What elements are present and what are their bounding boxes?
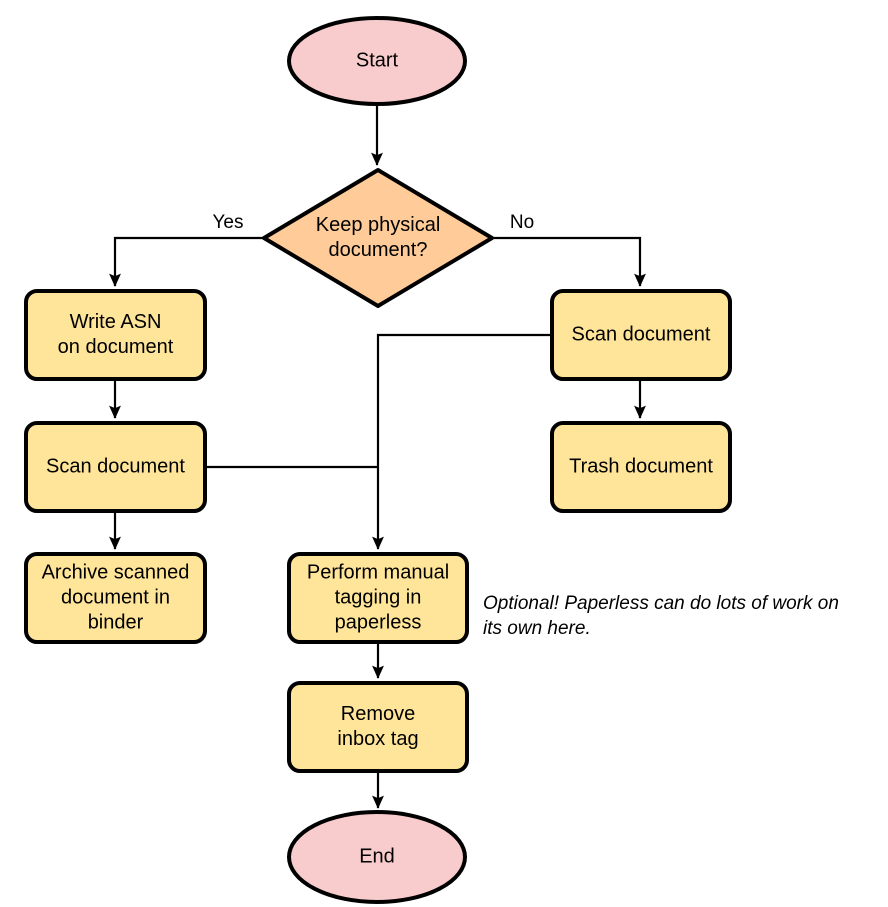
node-label-archive-binder: Archive scanned [42,561,190,583]
process-shape [24,289,207,381]
node-archive-binder[interactable]: Archive scanned document in binder [24,552,207,644]
node-label-manual-tagging: tagging in [335,586,422,608]
process-shape [550,289,732,381]
note-optional-note: Optional! Paperless can do lots of work … [483,593,839,639]
notes-layer: Optional! Paperless can do lots of work … [483,593,839,639]
node-label-write-asn: Write ASN [70,311,162,333]
node-label-remove-inbox: inbox tag [337,728,418,750]
node-label-scan-right: Scan document [572,323,711,345]
process-shape [287,552,469,644]
edge-path [372,333,552,550]
node-label-remove-inbox: Remove [341,703,415,725]
node-label-archive-binder: document in [61,586,170,608]
node-manual-tagging[interactable]: Perform manual tagging in paperless [287,552,469,644]
edge-decision-yes-to-write-asn: Yes [109,212,264,287]
node-write-asn[interactable]: Write ASN on document [24,289,207,381]
node-decision[interactable]: Keep physical document? [262,168,494,308]
edges-layer: Yes No [109,104,646,809]
terminator-shape [287,16,467,106]
note-line: Optional! Paperless can do lots of work … [483,593,839,614]
node-label-manual-tagging: Perform manual [307,561,449,583]
node-scan-right[interactable]: Scan document [550,289,732,381]
node-scan-left[interactable]: Scan document [24,421,207,513]
edge-decision-no-to-scan-right: No [492,212,646,287]
note-line: its own here. [483,618,591,639]
node-label-trash: Trash document [569,455,713,477]
node-label-start: Start [356,49,399,71]
process-shape [287,681,469,773]
edge-scan-right-to-manual-tagging [372,333,552,550]
edge-label-decision-yes-to-write-asn: Yes [213,212,244,233]
node-start[interactable]: Start [287,16,467,106]
edge-path [109,236,264,287]
node-label-write-asn: on document [58,336,174,358]
node-end[interactable]: End [287,810,467,904]
node-trash[interactable]: Trash document [550,421,732,513]
edge-path [492,236,646,287]
node-label-decision: Keep physical [316,214,441,236]
process-shape [24,552,207,644]
edge-label-decision-no-to-scan-right: No [510,212,534,233]
node-label-end: End [359,845,395,867]
node-label-scan-left: Scan document [46,455,185,477]
process-shape [24,421,207,513]
decision-shape [262,168,494,308]
process-shape [550,421,732,513]
node-label-manual-tagging: paperless [335,611,422,633]
node-label-decision: document? [329,239,428,261]
node-remove-inbox[interactable]: Remove inbox tag [287,681,469,773]
node-label-archive-binder: binder [88,611,144,633]
terminator-shape [287,810,467,904]
